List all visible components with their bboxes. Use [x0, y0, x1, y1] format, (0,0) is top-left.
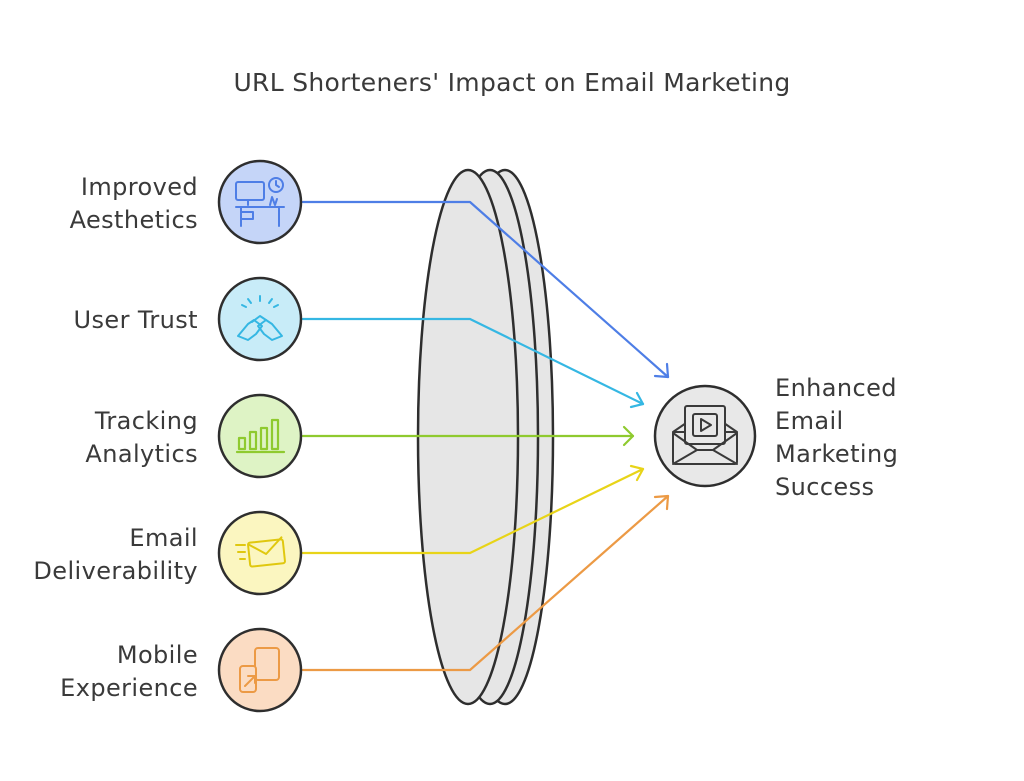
- input-label-tracking-analytics: Tracking Analytics: [0, 405, 198, 471]
- connector-mobile-experience: [301, 494, 670, 672]
- connector-aesthetics: [301, 200, 670, 379]
- bar-chart-icon: [235, 418, 286, 454]
- input-node-mobile-experience: [217, 627, 303, 713]
- connector-tracking-analytics: [301, 425, 635, 447]
- fast-mail-icon: [235, 536, 286, 568]
- label-line-2: Experience: [60, 674, 198, 702]
- output-label-line-3: Marketing: [775, 440, 899, 468]
- connector-user-trust: [301, 317, 645, 409]
- desk-clock-icon: [235, 177, 285, 227]
- label-line-1: Improved: [80, 173, 198, 201]
- connector-email-deliverability: [301, 464, 645, 555]
- label-line-1: Mobile: [116, 641, 198, 669]
- mobile-transfer-icon: [239, 647, 280, 693]
- input-node-user-trust: [217, 276, 303, 362]
- output-label-line-2: Email: [775, 407, 844, 435]
- diagram-title: URL Shorteners' Impact on Email Marketin…: [233, 68, 791, 97]
- input-node-tracking-analytics: [217, 393, 303, 479]
- input-label-aesthetics: Improved Aesthetics: [0, 171, 198, 237]
- label-line-2: Analytics: [85, 440, 198, 468]
- input-node-aesthetics: [217, 159, 303, 245]
- input-node-email-deliverability: [217, 510, 303, 596]
- input-label-user-trust: User Trust: [0, 304, 198, 337]
- email-video-icon: [672, 405, 738, 465]
- output-node: [653, 384, 757, 488]
- label-line-2: Aesthetics: [69, 206, 198, 234]
- label-line-1: Tracking: [94, 407, 198, 435]
- output-label: Enhanced Email Marketing Success: [775, 372, 1015, 504]
- input-label-email-deliverability: Email Deliverability: [0, 522, 198, 588]
- output-label-line-1: Enhanced: [775, 374, 897, 402]
- handshake-icon: [237, 295, 283, 341]
- label-line-1: User Trust: [73, 306, 198, 334]
- label-line-2: Deliverability: [33, 557, 198, 585]
- label-line-1: Email: [129, 524, 198, 552]
- output-label-line-4: Success: [775, 473, 875, 501]
- input-label-mobile-experience: Mobile Experience: [0, 639, 198, 705]
